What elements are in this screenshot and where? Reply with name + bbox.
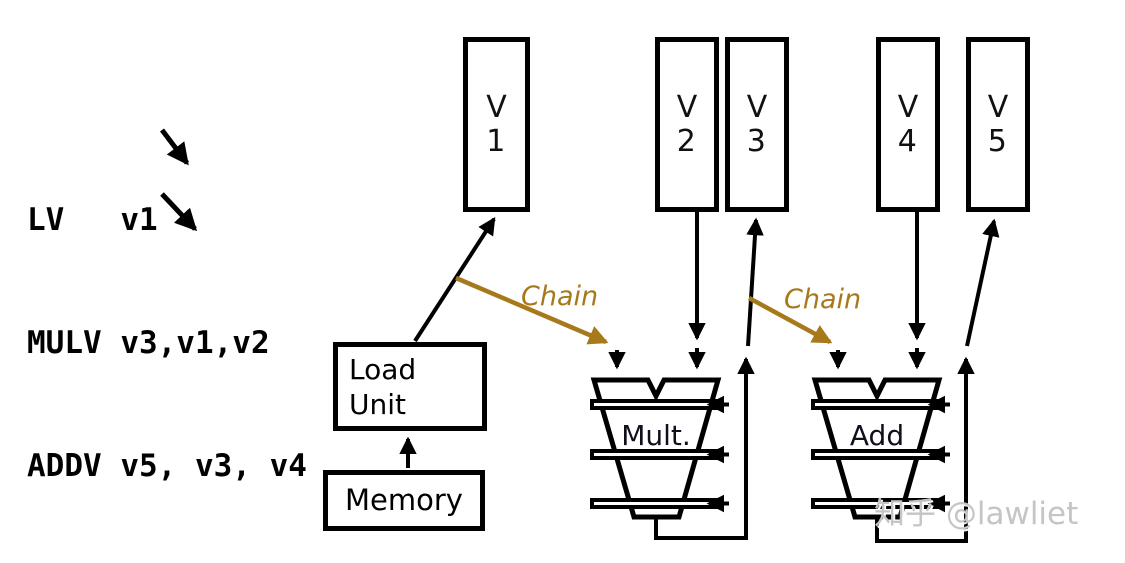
memory-box: Memory [323,470,485,531]
chain-label-1: Chain [521,281,599,312]
chain-arrows [455,275,833,345]
code-arrow-v1 [160,128,189,166]
code-arrow-v3 [160,192,198,232]
mult-to-v3-arrow [746,217,764,347]
assembly-code-listing: LV v1 MULV v3,v1,v2 ADDV v5, v3, v4 [27,118,307,563]
chain-arrow-2 [747,296,833,344]
mult-stage-bar-1 [590,399,720,410]
code-line-mulv: MULV v3,v1,v2 [27,325,270,361]
add-unit-label: Add [849,419,905,452]
load-to-v1-arrow [413,216,496,343]
load-unit-box: Load Unit [333,342,487,431]
chain-arrow-1 [455,275,609,345]
add-funnel [811,377,943,520]
mult-stage-bar-2 [590,449,720,460]
code-line-addv: ADDV v5, v3, v4 [27,448,307,484]
code-line-lv: LV v1 [27,202,158,238]
add-to-v5-arrow [965,218,1000,347]
code-dependency-arrows [160,128,198,232]
vector-register-v1: V 1 [463,37,530,212]
vector-register-v3: V 3 [725,37,789,212]
add-stage-bar-2 [811,449,941,460]
mult-unit-label: Mult. [621,419,691,452]
mult-funnel [590,377,722,520]
chain-label-2: Chain [784,284,862,315]
mult-stage-bar-3 [590,498,720,509]
add-stage-bar-1 [811,399,941,410]
mult-output-loop [654,356,755,540]
vector-register-v5: V 5 [966,37,1030,212]
add-unit-shape [811,377,950,520]
add-output-loop [875,356,975,543]
datapath-lines [399,211,1000,543]
vector-register-v4: V 4 [876,37,940,212]
vector-register-v2: V 2 [655,37,719,212]
watermark-text: 知乎 @lawliet [874,496,1079,532]
mult-unit-shape [590,377,729,520]
